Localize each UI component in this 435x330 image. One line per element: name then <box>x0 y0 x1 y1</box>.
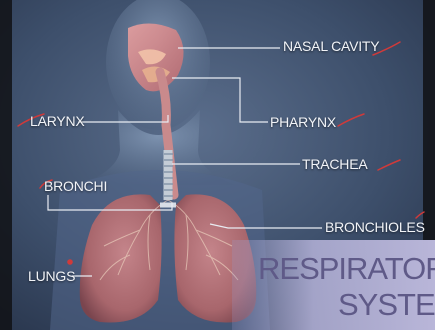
title-line-2: SYSTEM <box>338 287 435 323</box>
label-larynx: LARYNX <box>30 113 85 129</box>
label-bronchioles: BRONCHIOLES <box>325 219 425 235</box>
title-line-1: RESPIRATORY <box>258 251 435 287</box>
label-trachea: TRACHEA <box>302 156 368 172</box>
label-bronchi: BRONCHI <box>44 178 107 194</box>
label-lungs: LUNGS <box>28 268 75 284</box>
scribble-dot <box>67 259 73 265</box>
label-pharynx: PHARYNX <box>270 114 336 130</box>
label-nasal-cavity: NASAL CAVITY <box>283 38 379 54</box>
